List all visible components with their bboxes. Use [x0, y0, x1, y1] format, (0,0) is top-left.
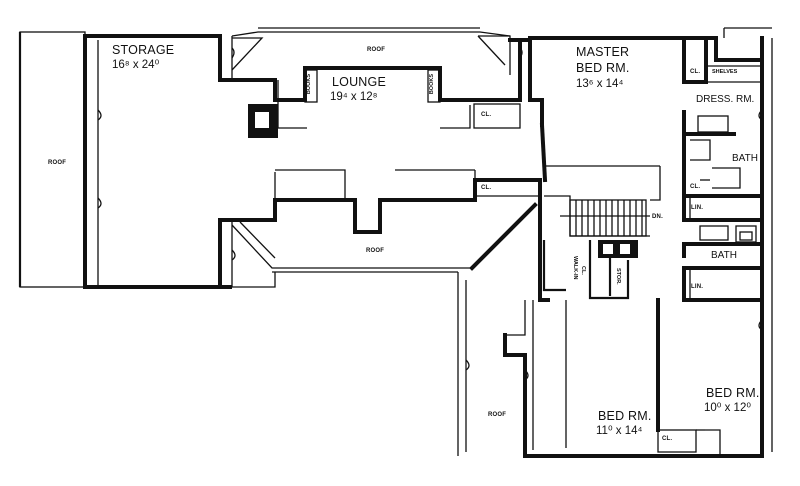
bedroom-1-dims: 11⁰ x 14⁴ [596, 425, 643, 437]
storage-name: STORAGE [112, 43, 175, 57]
master-dims: 13⁶ x 14⁴ [576, 78, 624, 90]
closet-bedroom-label: CL. [662, 436, 673, 442]
bedroom-2-walls [696, 429, 764, 458]
linen-2-label: LIN. [691, 284, 704, 290]
bath-area-walls [682, 110, 764, 302]
walk-in-label: WALK-IN [571, 256, 578, 280]
linen-1-label: LIN. [691, 205, 704, 211]
roof-top-label: ROOF [367, 47, 386, 53]
walk-in-closet-label: CL. [579, 266, 586, 275]
bedroom-1-name: BED RM. [598, 409, 652, 423]
closet-lounge-label: CL. [481, 112, 492, 118]
closet-master-label: CL. [690, 69, 701, 75]
bath-1-name: BATH [732, 153, 758, 164]
storage-closet-label: STOR. [614, 268, 621, 285]
bedroom-2-dims: 10⁰ x 12⁰ [704, 402, 751, 414]
roof-left-label: ROOF [48, 160, 67, 166]
shelves-label: SHELVES [712, 69, 738, 75]
storage-dims: 16⁸ x 24⁰ [112, 59, 160, 71]
lounge-name: LOUNGE [332, 75, 386, 89]
books-left-label: BOOKS [306, 74, 312, 95]
closet-dress-label: CL. [690, 184, 701, 190]
master-name: MASTER [576, 45, 630, 59]
closet-hall-label: CL. [481, 185, 492, 191]
stair [542, 195, 650, 300]
corridor-walls [218, 169, 542, 289]
roof-mid-label: ROOF [366, 248, 385, 254]
bedroom-2-name: BED RM. [706, 386, 760, 400]
storage-walls [83, 34, 232, 289]
lounge-dims: 19⁴ x 12⁸ [330, 91, 378, 103]
door-marks [97, 47, 763, 381]
roof-bottom-label: ROOF [488, 412, 507, 418]
lounge-walls [218, 27, 532, 129]
bedroom-1-walls [503, 178, 722, 458]
books-right-label: BOOKS [429, 74, 435, 95]
master-name-2: BED RM. [576, 61, 630, 75]
roof-bottom-area [457, 202, 538, 456]
stair-down-label: DN. [652, 214, 663, 220]
master-walls [528, 27, 773, 458]
bath-2-name: BATH [711, 250, 737, 261]
dress-room-name: DRESS. RM. [696, 94, 755, 105]
fireplace [248, 104, 278, 138]
